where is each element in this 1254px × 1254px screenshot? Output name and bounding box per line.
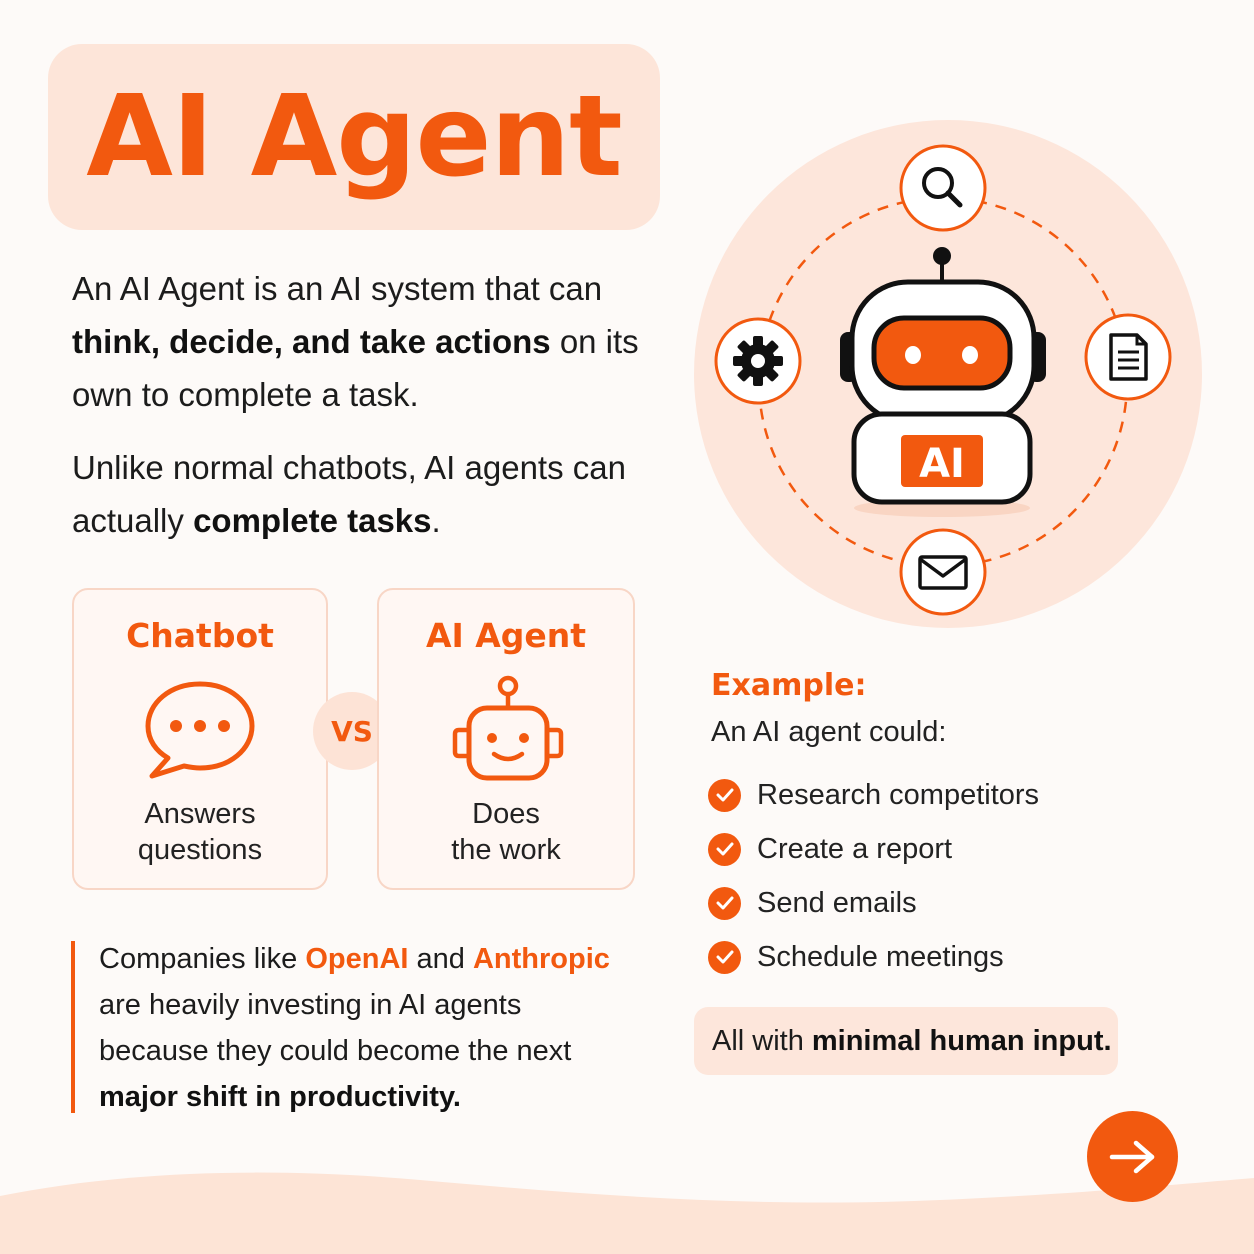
robot-face-icon (452, 675, 564, 781)
quote-middle: are heavily investing in AI agents becau… (99, 989, 572, 1067)
intro-p2-highlight: complete tasks (193, 502, 432, 539)
example-label: Example: (711, 668, 867, 703)
ai-agent-card: AI Agent Does the work (377, 588, 635, 890)
page-title: AI Agent (86, 72, 622, 202)
intro-p2-start: Unlike normal chatbots, AI agents can ac… (72, 449, 626, 539)
chatbot-desc-line-2: questions (137, 834, 263, 866)
summary-callout: All with minimal human input. (694, 1007, 1118, 1075)
document-icon (1084, 313, 1172, 401)
chatbot-desc-line-1: Answers (144, 798, 256, 830)
intro-p2-end: . (431, 502, 441, 539)
checkmark-icon (708, 778, 741, 812)
quote-and: and (416, 943, 465, 975)
title-banner: AI Agent (48, 44, 660, 230)
example-item-text: Schedule meetings (757, 940, 1004, 973)
company-anthropic: Anthropic (472, 943, 610, 975)
list-item: Send emails (708, 883, 917, 923)
intro-paragraph-1: An AI Agent is an AI system that can thi… (72, 262, 662, 421)
intro-paragraph-2: Unlike normal chatbots, AI agents can ac… (72, 441, 662, 547)
speech-bubble-icon (145, 681, 255, 779)
list-item: Research competitors (708, 775, 1039, 815)
next-button[interactable] (1087, 1111, 1178, 1202)
ai-agent-card-title: AI Agent (425, 616, 587, 655)
list-item: Create a report (708, 829, 952, 869)
summary-highlight: minimal human input. (811, 1024, 1112, 1057)
chatbot-card-description: Answers questions (74, 796, 326, 868)
robot-icon: AI (840, 247, 1046, 517)
quote-paragraph: Companies like OpenAI and Anthropic are … (99, 936, 639, 1120)
example-intro: An AI agent could: (711, 716, 947, 748)
example-item-text: Create a report (757, 832, 953, 865)
agent-desc-line-2: the work (451, 834, 561, 866)
bottom-wave-decoration (0, 1172, 1254, 1254)
agent-desc-line-1: Does (472, 798, 540, 830)
quote-start: Companies like (99, 943, 298, 975)
search-icon (899, 144, 987, 232)
chatbot-card: Chatbot Answers questions (72, 588, 328, 890)
mail-icon (899, 528, 987, 616)
quote-accent-bar (71, 941, 75, 1113)
robot-ai-label: AI (919, 441, 965, 487)
summary-start: All with (712, 1024, 804, 1057)
example-item-text: Research competitors (757, 778, 1040, 811)
arrow-right-icon (1109, 1140, 1154, 1173)
agent-diagram: AI (714, 144, 1172, 616)
gear-icon (714, 317, 802, 405)
checkmark-icon (708, 940, 741, 974)
intro-p1-highlight: think, decide, and take actions (72, 323, 551, 360)
ai-agent-card-description: Does the work (379, 796, 633, 868)
chatbot-card-title: Chatbot (126, 616, 274, 655)
checkmark-icon (708, 832, 741, 866)
intro-p1-start: An AI Agent is an AI system that can (72, 270, 603, 307)
intro-p1-end: on its own to complete a task. (72, 323, 639, 413)
quote-highlight: major shift in productivity. (99, 1081, 461, 1113)
company-openai: OpenAI (305, 943, 409, 975)
example-item-text: Send emails (757, 886, 917, 919)
checkmark-icon (708, 886, 741, 920)
list-item: Schedule meetings (708, 937, 1004, 977)
